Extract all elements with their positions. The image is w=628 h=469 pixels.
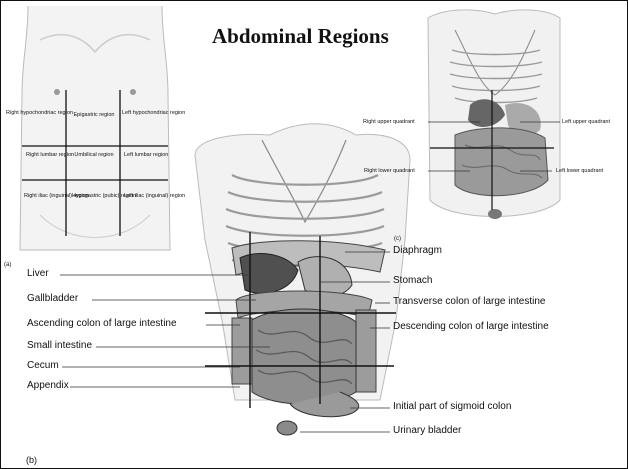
region-label-left-hypochondriac: Left hypochondriac region xyxy=(122,110,178,116)
panel-c-letter: (c) xyxy=(394,236,401,242)
region-label-left-iliac: Left iliac (inguinal) region xyxy=(124,193,162,199)
panel-b-letter: (b) xyxy=(26,455,37,465)
region-label-hypogastric: Hypogastric (pubic) region xyxy=(72,193,116,199)
label-descending-colon: Descending colon of large intestine xyxy=(393,321,549,332)
quadrant-label-right-upper: Right upper quadrant xyxy=(363,119,415,125)
label-urinary-bladder: Urinary bladder xyxy=(393,425,461,436)
region-label-right-hypochondriac: Right hypochondriac region xyxy=(6,110,64,116)
label-liver: Liver xyxy=(27,268,49,279)
label-cecum: Cecum xyxy=(27,360,59,371)
label-gallbladder: Gallbladder xyxy=(27,293,78,304)
torso-figure-c xyxy=(428,10,560,219)
panel-a-letter: (a) xyxy=(4,262,11,268)
quadrant-label-left-upper: Left upper quadrant xyxy=(562,119,610,125)
region-label-umbilical: Umbilical region xyxy=(72,152,116,158)
label-stomach: Stomach xyxy=(393,275,432,286)
region-label-right-iliac: Right iliac (inguinal) region xyxy=(24,193,64,199)
label-sigmoid-colon: Initial part of sigmoid colon xyxy=(393,401,511,412)
label-diaphragm: Diaphragm xyxy=(393,245,442,256)
region-label-right-lumbar: Right lumbar region xyxy=(26,152,62,158)
label-small-intestine: Small intestine xyxy=(27,340,92,351)
torso-figure-a xyxy=(20,6,170,250)
quadrant-label-left-lower: Left lower quadrant xyxy=(556,168,603,174)
region-label-epigastric: Epigastric region xyxy=(72,112,116,118)
quadrant-label-right-lower: Right lower quadrant xyxy=(364,168,415,174)
page-title: Abdominal Regions xyxy=(212,24,389,49)
label-transverse-colon: Transverse colon of large intestine xyxy=(393,296,546,307)
label-appendix: Appendix xyxy=(27,380,69,391)
region-label-left-lumbar: Left lumbar region xyxy=(124,152,158,158)
label-ascending-colon: Ascending colon of large intestine xyxy=(27,318,177,329)
